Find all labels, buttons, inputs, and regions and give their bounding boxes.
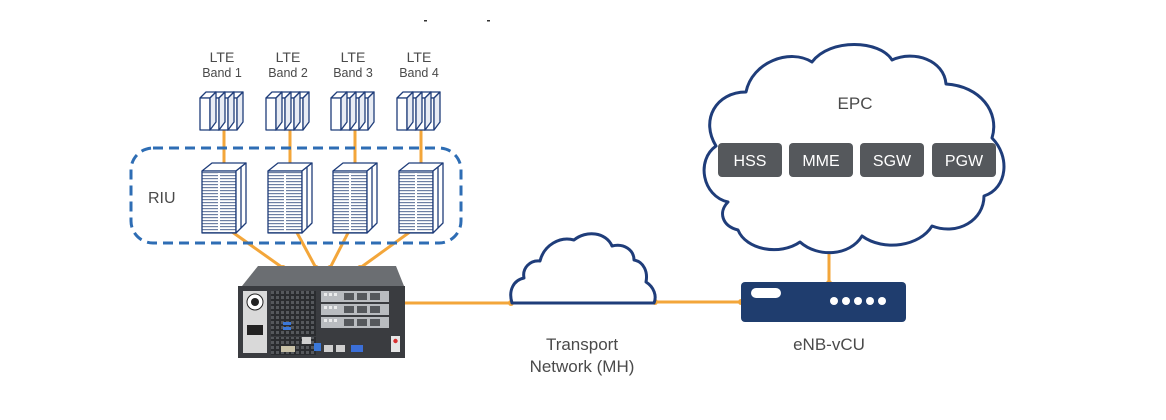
epc-component-hss: HSS (718, 143, 782, 177)
vga-port-icon (351, 345, 363, 352)
transport-label-line1: Transport (546, 335, 618, 354)
artifact-mark (424, 20, 427, 22)
enb-vcu-label: eNB-vCU (793, 335, 865, 354)
lte-band-2-radio-icon (265, 91, 310, 131)
epc-cloud (702, 43, 1006, 255)
usb-port-icon (283, 322, 291, 325)
serial-port-icon (281, 346, 295, 352)
link-riu4-server (358, 227, 416, 270)
epc-component-sgw: SGW (860, 143, 924, 177)
artifact-mark (487, 20, 490, 22)
vent-grille (271, 291, 316, 336)
riu-group-box (129, 146, 463, 245)
band-2-label-line1: LTE (276, 49, 301, 65)
link-riu1-server (226, 227, 285, 270)
band-4-label-line2: Band 4 (399, 66, 439, 80)
power-inlet-icon (247, 325, 263, 335)
link-riu2-server (293, 227, 318, 270)
enb-vcu-appliance (741, 282, 906, 322)
riu-unit-1-icon (201, 162, 247, 234)
server-top (242, 266, 404, 286)
server-chassis (238, 266, 405, 358)
lan-port-icon (302, 337, 311, 344)
transport-label-line2: Network (MH) (530, 357, 635, 376)
riu-unit-4-icon (398, 162, 444, 234)
svg-text:SGW: SGW (873, 153, 912, 170)
nic-cards (321, 291, 389, 328)
riu-unit-3-icon (332, 162, 378, 234)
band-4-label-line1: LTE (407, 49, 432, 65)
lte-band-3-radio-icon (330, 91, 375, 131)
epc-title: EPC (838, 94, 873, 113)
band-3-label-line1: LTE (341, 49, 366, 65)
reset-button (391, 336, 400, 352)
epc-components: HSS MME SGW PGW (718, 143, 996, 177)
appliance-display-icon (751, 288, 781, 298)
band-1-label-line2: Band 1 (202, 66, 242, 80)
band-1-label-line1: LTE (210, 49, 235, 65)
transport-network-cloud (509, 232, 657, 305)
riu-label: RIU (148, 190, 176, 207)
link-riu3-server (328, 227, 352, 270)
epc-component-pgw: PGW (932, 143, 996, 177)
svg-text:MME: MME (802, 153, 839, 170)
band-2-label-line2: Band 2 (268, 66, 308, 80)
band-labels: LTE Band 1 LTE Band 2 LTE Band 3 LTE Ban… (202, 49, 439, 80)
svg-text:PGW: PGW (945, 153, 984, 170)
epc-component-mme: MME (789, 143, 853, 177)
lte-band-4-radio-icon (396, 91, 441, 131)
riu-unit-2-icon (267, 162, 313, 234)
status-leds-icon (830, 297, 886, 305)
svg-text:HSS: HSS (734, 153, 767, 170)
lte-band-1-radio-icon (199, 91, 244, 131)
band-3-label-line2: Band 3 (333, 66, 373, 80)
